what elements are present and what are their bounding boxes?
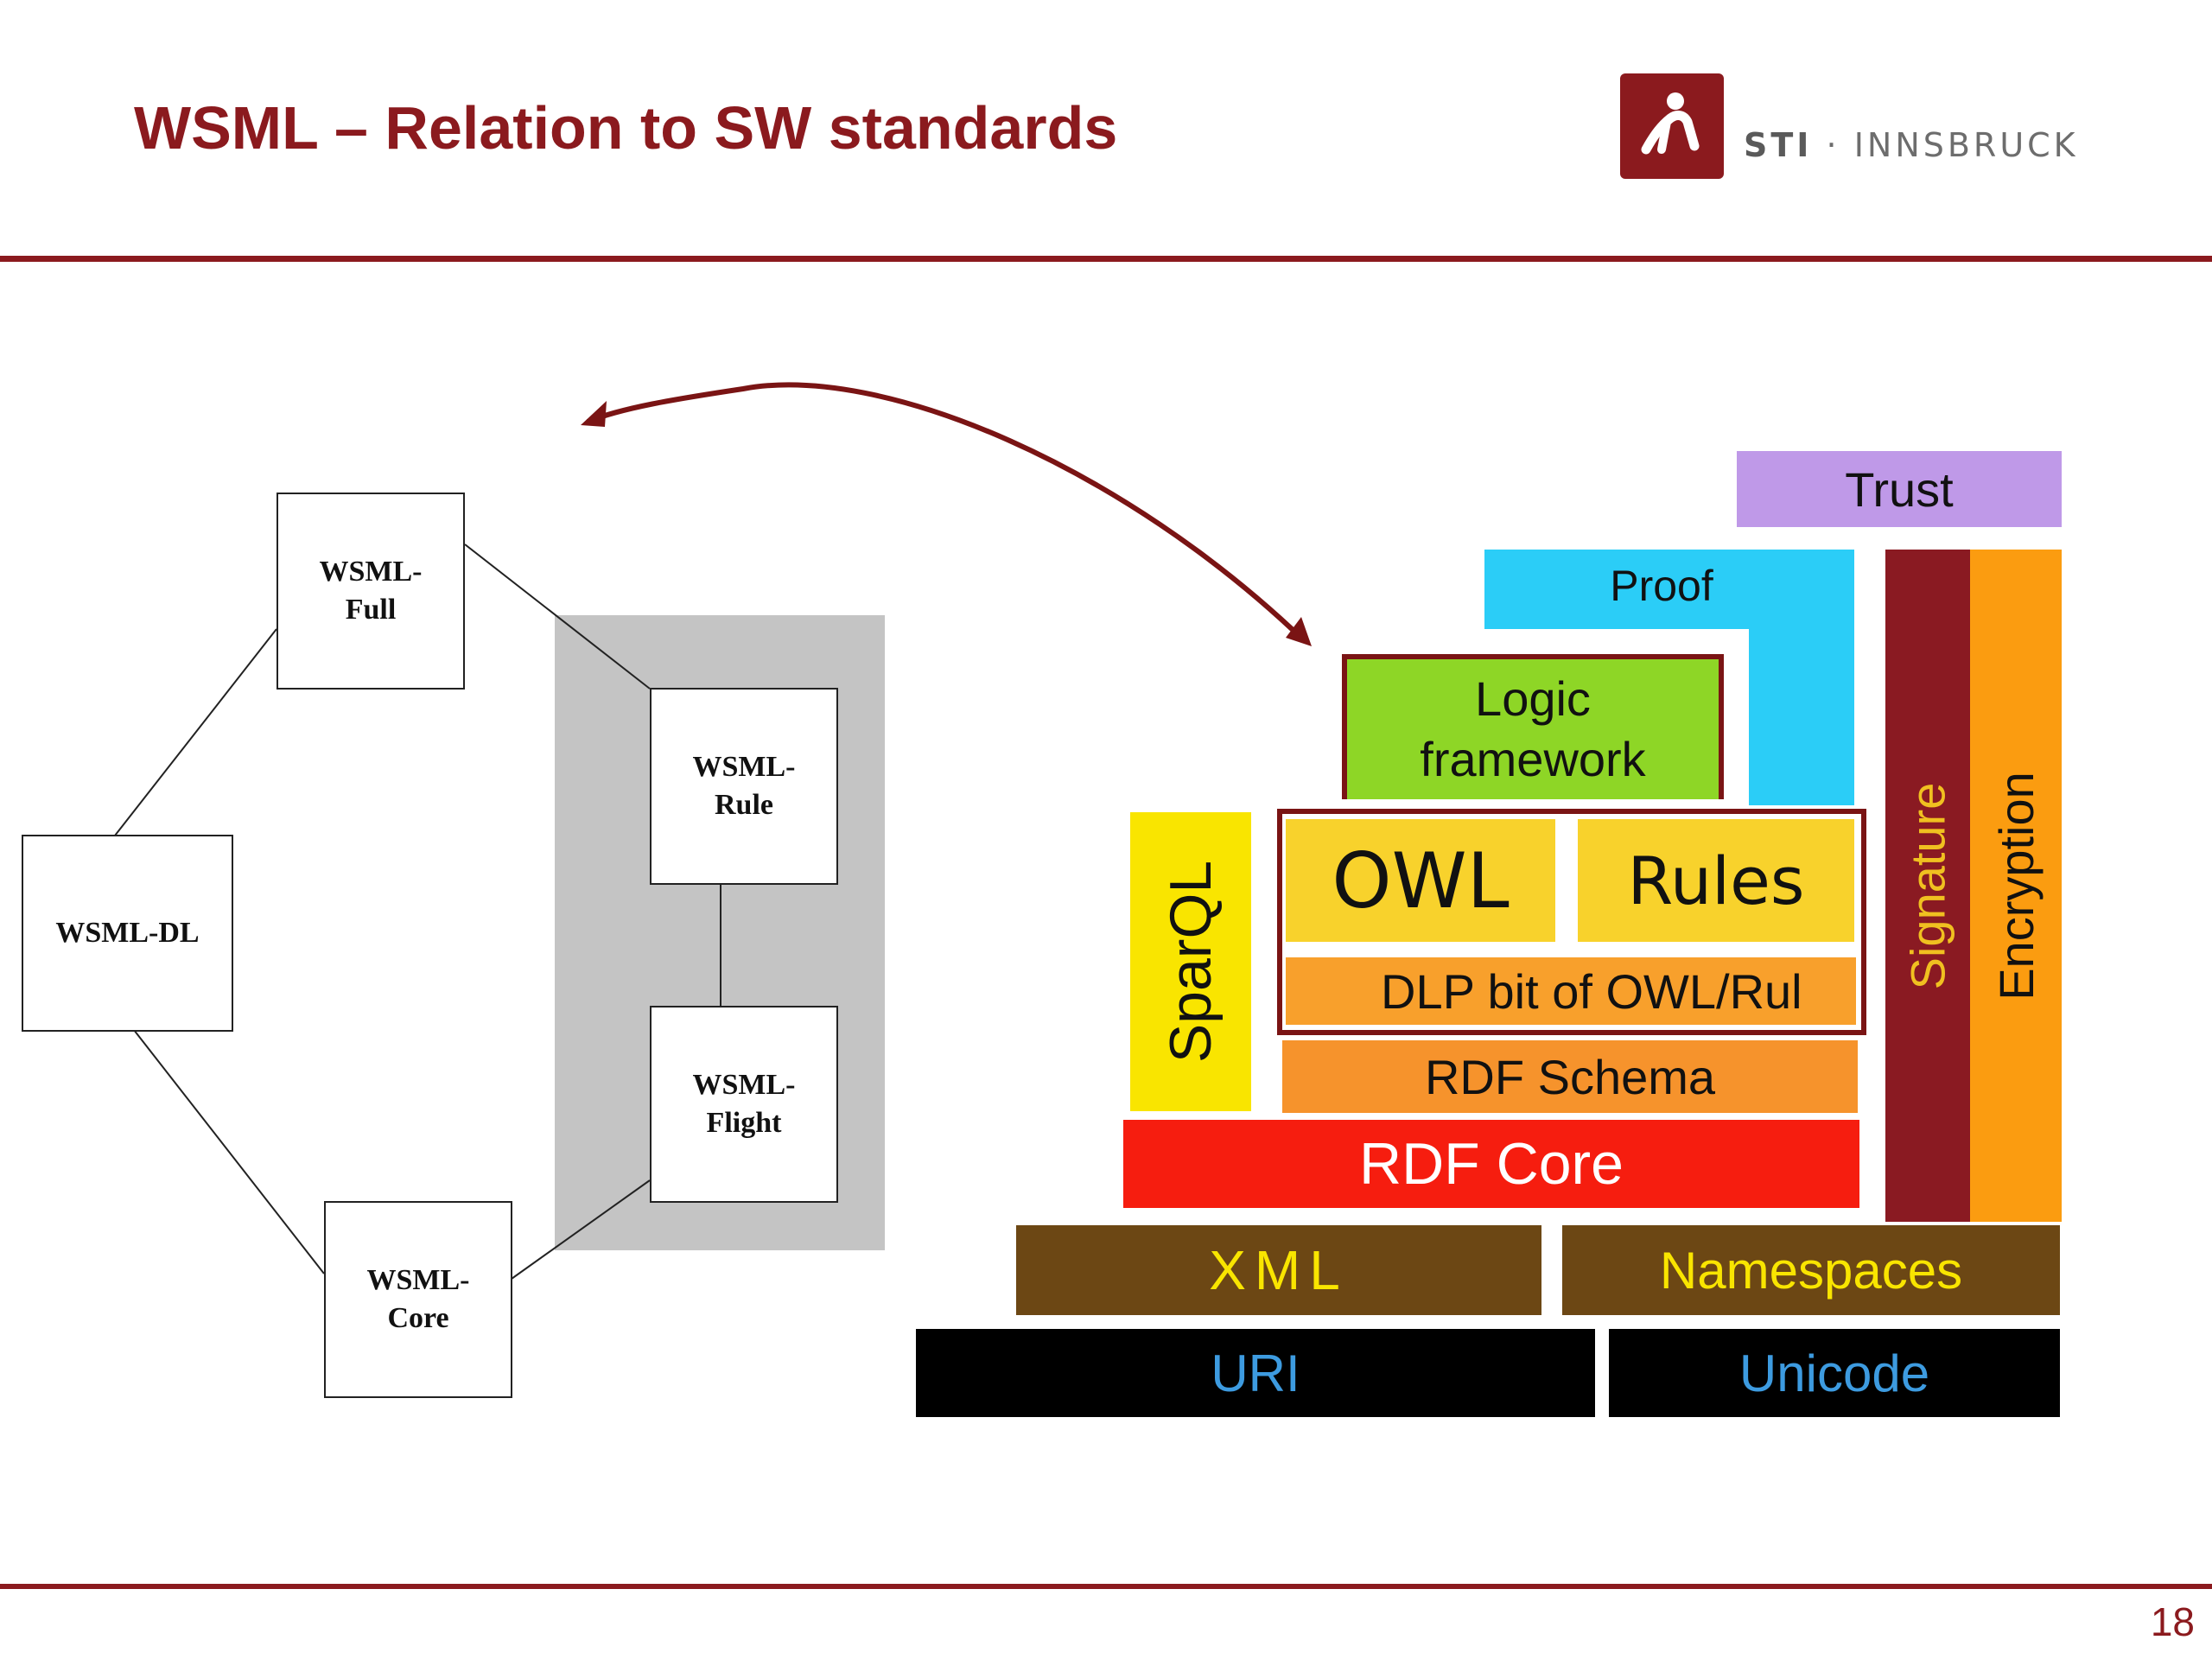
wsml-full-box: WSML- Full: [276, 493, 465, 690]
logo-location: INNSBRUCK: [1853, 126, 2079, 164]
line-full-rule: [464, 543, 651, 690]
slide-title: WSML – Relation to SW standards: [134, 94, 1118, 162]
logo-separator: ·: [1812, 126, 1854, 164]
rdf-core-layer: RDF Core: [1123, 1120, 1859, 1208]
uri-layer: URI: [916, 1329, 1595, 1417]
rdf-schema-layer: RDF Schema: [1282, 1040, 1858, 1113]
header-rule: [0, 256, 2212, 262]
wsml-dl-box: WSML-DL: [22, 835, 233, 1032]
dlp-layer: DLP bit of OWL/Rul: [1286, 957, 1856, 1025]
sti-innsbruck-wordmark: STI · INNSBRUCK: [1744, 126, 2079, 164]
logic-framework-layer: Logic framework: [1342, 654, 1724, 799]
encryption-label: Encryption: [1988, 771, 2044, 1001]
footer-rule: [0, 1584, 2212, 1589]
line-dl-core: [133, 1029, 325, 1274]
namespaces-layer: Namespaces: [1562, 1225, 2060, 1315]
unicode-layer: Unicode: [1609, 1329, 2060, 1417]
signature-label: Signature: [1900, 782, 1955, 989]
sparql-label: SparQL: [1158, 860, 1224, 1064]
wsml-flight-box: WSML- Flight: [650, 1006, 838, 1203]
sparql-layer: [1130, 812, 1251, 1111]
sti-logo-icon: [1620, 73, 1724, 179]
logo-brand: STI: [1744, 126, 1813, 164]
signature-label-wrap: Signature: [1885, 550, 1970, 1222]
encryption-layer: [1970, 550, 2062, 1222]
proof-layer-arm: [1749, 550, 1854, 805]
encryption-label-wrap: Encryption: [1970, 550, 2062, 1222]
wsml-core-box: WSML- Core: [324, 1201, 512, 1398]
xml-layer: XML: [1016, 1225, 1541, 1315]
sparql-label-wrap: SparQL: [1130, 812, 1251, 1111]
proof-label: Proof: [1610, 562, 1713, 610]
trust-layer: Trust: [1737, 451, 2062, 527]
line-flight-core: [511, 1179, 651, 1280]
arrowhead-right-icon: [1286, 617, 1312, 646]
page-number: 18: [2150, 1599, 2195, 1644]
wsml-rule-box: WSML- Rule: [650, 688, 838, 885]
signature-layer: [1885, 550, 1970, 1222]
mapping-arrow: [586, 382, 1307, 644]
owl-layer: OWL: [1286, 819, 1555, 942]
line-full-dl: [114, 628, 277, 836]
arrowhead-left-icon: [581, 401, 607, 427]
rules-layer: Rules: [1578, 819, 1854, 942]
